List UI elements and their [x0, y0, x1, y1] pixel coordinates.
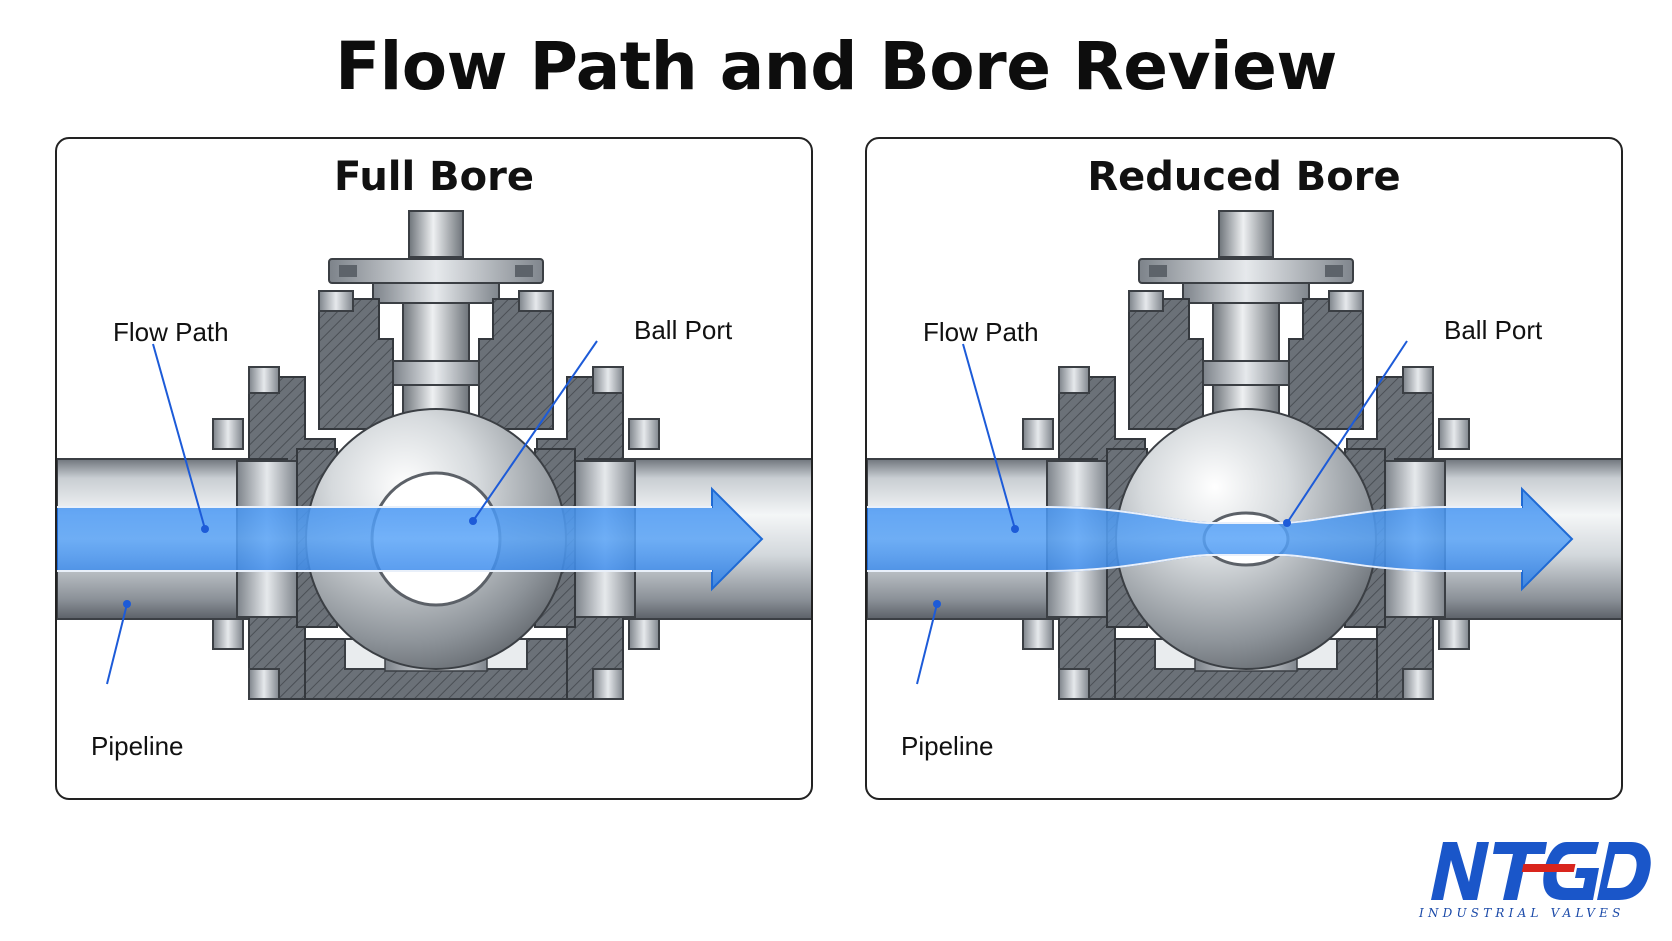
ntgd-logo: INDUSTRIAL VALVES — [1417, 838, 1657, 928]
flow-path-label: Flow Path — [113, 317, 229, 347]
reduced-bore-title: Reduced Bore — [1087, 154, 1401, 200]
ball-port-label: Ball Port — [1444, 315, 1543, 345]
full-bore-panel: Full Bore Flow Path Ball Port Pipeline — [55, 137, 813, 800]
pipeline-leader — [916, 603, 938, 685]
flow-path-leader — [962, 343, 1016, 530]
reduced-bore-panel: Reduced Bore Flow Path Ball Port Pipelin… — [865, 137, 1623, 800]
flow-path-label: Flow Path — [923, 317, 1039, 347]
ntgd-logo-mark — [1431, 842, 1651, 900]
full-bore-valve-diagram — [57, 210, 811, 700]
reduced-bore-valve-diagram — [867, 210, 1621, 700]
ball-port-label: Ball Port — [634, 315, 733, 345]
flow-path-leader — [152, 343, 206, 530]
pipeline-leader — [106, 603, 128, 685]
ball-port-leader — [1286, 340, 1408, 524]
page-title: Flow Path and Bore Review — [335, 28, 1337, 105]
logo-subtitle: INDUSTRIAL VALVES — [1419, 906, 1625, 920]
pipeline-label: Pipeline — [901, 731, 994, 761]
pipeline-label: Pipeline — [91, 731, 184, 761]
ball-port-leader — [472, 340, 598, 522]
full-bore-title: Full Bore — [334, 154, 534, 200]
